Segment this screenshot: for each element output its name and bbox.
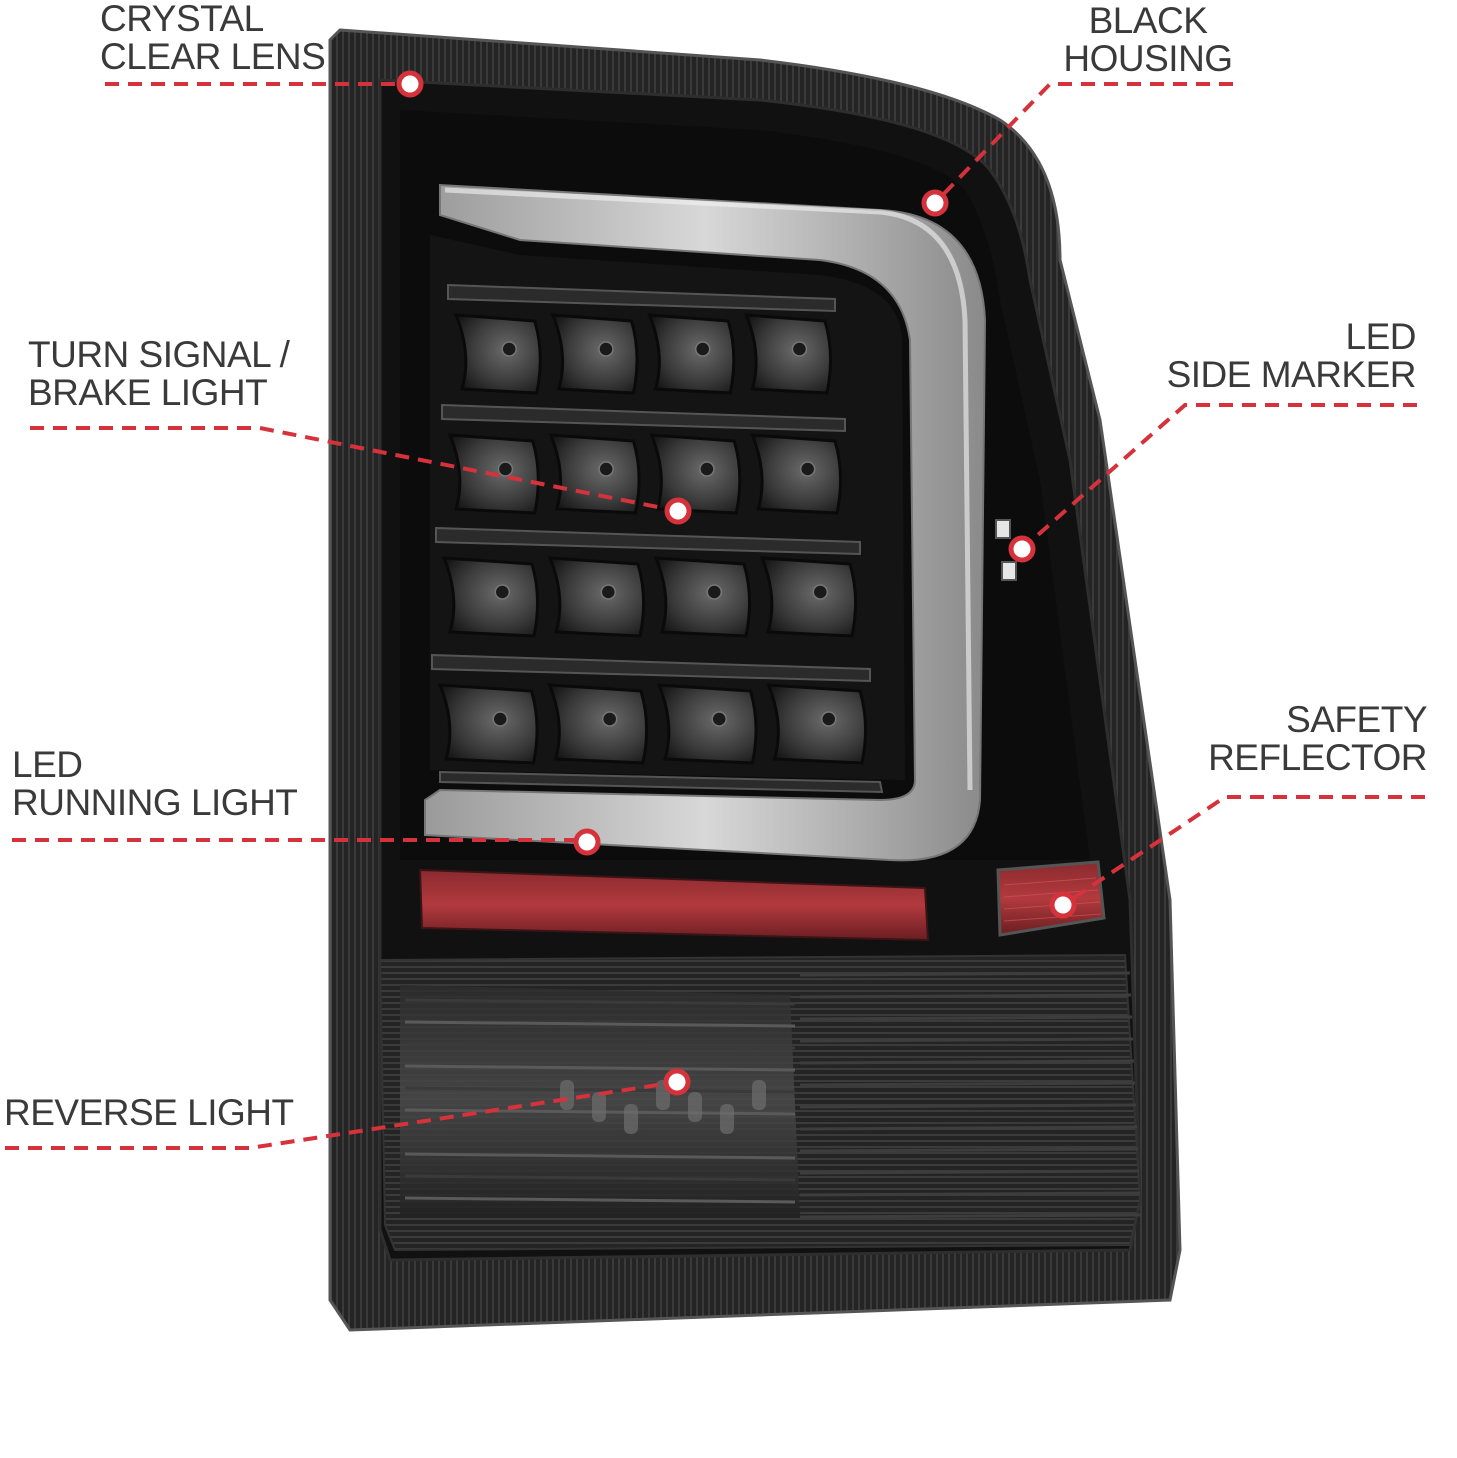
black-housing-label: BLACK HOUSING bbox=[1063, 0, 1233, 79]
led-running-light-label: LED RUNNING LIGHT bbox=[12, 744, 298, 823]
callout-lines bbox=[5, 70, 1425, 1150]
led-cell bbox=[743, 313, 833, 395]
led-cell bbox=[656, 683, 758, 765]
led-cell bbox=[653, 556, 752, 638]
led-cell bbox=[547, 556, 646, 638]
callout-dot bbox=[664, 497, 692, 525]
led-array bbox=[431, 283, 884, 794]
callout-dot bbox=[1049, 891, 1077, 919]
led-cell bbox=[766, 683, 868, 765]
led-cell bbox=[649, 433, 742, 515]
side-marker-led-bottom bbox=[1001, 561, 1017, 581]
callout-dot bbox=[396, 70, 424, 98]
callout-dot bbox=[921, 189, 949, 217]
led-cell bbox=[441, 556, 540, 638]
safety-reflector-label: SAFETY REFLECTOR bbox=[1208, 699, 1427, 778]
led-cell bbox=[547, 683, 649, 765]
side-safety-reflector bbox=[996, 860, 1106, 937]
callout-dot bbox=[1008, 535, 1036, 563]
led-side-marker-label: LED SIDE MARKER bbox=[1166, 316, 1417, 395]
turn-signal-brake-label: TURN SIGNAL / BRAKE LIGHT bbox=[28, 334, 290, 413]
led-cell bbox=[437, 683, 539, 765]
running-light-bar bbox=[424, 183, 987, 862]
led-cell bbox=[550, 313, 639, 395]
callout-dot bbox=[663, 1068, 691, 1096]
red-reflector-strip bbox=[418, 868, 930, 942]
led-cell bbox=[759, 556, 858, 638]
led-cell bbox=[453, 313, 542, 395]
led-cell bbox=[749, 433, 843, 515]
crystal-clear-lens-label: CRYSTAL CLEAR LENS bbox=[100, 0, 326, 77]
led-cell bbox=[548, 433, 641, 515]
callout-dot bbox=[573, 828, 601, 856]
reverse-light-label: REVERSE LIGHT bbox=[4, 1092, 294, 1133]
side-marker-led-top bbox=[995, 519, 1011, 539]
led-cell bbox=[647, 313, 736, 395]
